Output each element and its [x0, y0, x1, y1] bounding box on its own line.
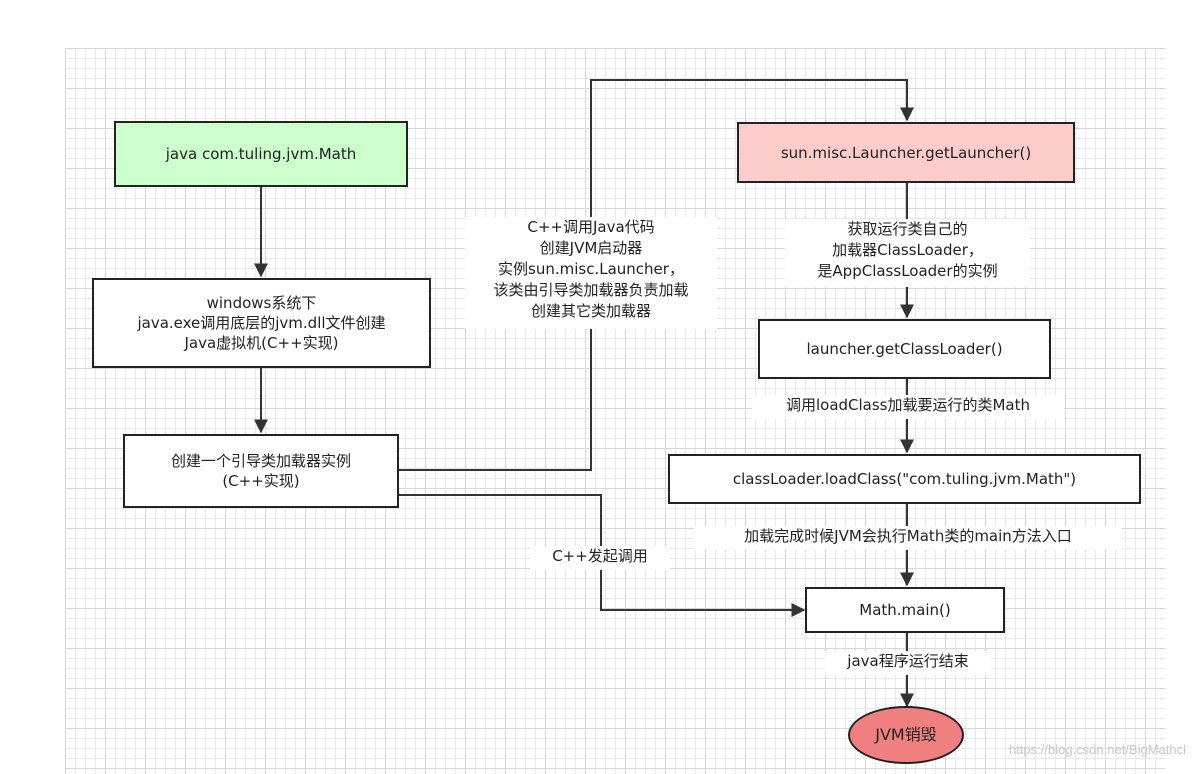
edge-label-call-loadclass: 调用loadClass加载要运行的类Math — [752, 395, 1064, 419]
math-main-box: Math.main() — [805, 587, 1005, 633]
edge-label-cpp-call-java: C++调用Java代码 创建JVM启动器 实例sun.misc.Launcher… — [465, 217, 717, 329]
bootstrap-loader-box: 创建一个引导类加载器实例 (C++实现) — [123, 434, 399, 508]
jvm-destroy-ellipse: JVM销毁 — [848, 706, 964, 764]
get-classloader-box: launcher.getClassLoader() — [758, 319, 1051, 379]
edge-label-load-complete: 加载完成时候JVM会执行Math类的main方法入口 — [694, 526, 1122, 550]
windows-create-jvm-box: windows系统下 java.exe调用底层的jvm.dll文件创建 Java… — [92, 278, 431, 368]
load-class-box: classLoader.loadClass("com.tuling.jvm.Ma… — [668, 454, 1141, 504]
edge-label-get-loader: 获取运行类自己的 加载器ClassLoader， 是AppClassLoader… — [785, 219, 1030, 287]
watermark: https://blog.csdn.net/BigMathcl — [1008, 742, 1186, 757]
get-launcher-box: sun.misc.Launcher.getLauncher() — [737, 122, 1075, 183]
edge-label-cpp-invoke: C++发起调用 — [530, 546, 670, 570]
start-command-box: java com.tuling.jvm.Math — [114, 121, 408, 187]
edge-bootstrap-to-launcher — [398, 79, 914, 471]
edge-label-program-end: java程序运行结束 — [825, 651, 991, 675]
